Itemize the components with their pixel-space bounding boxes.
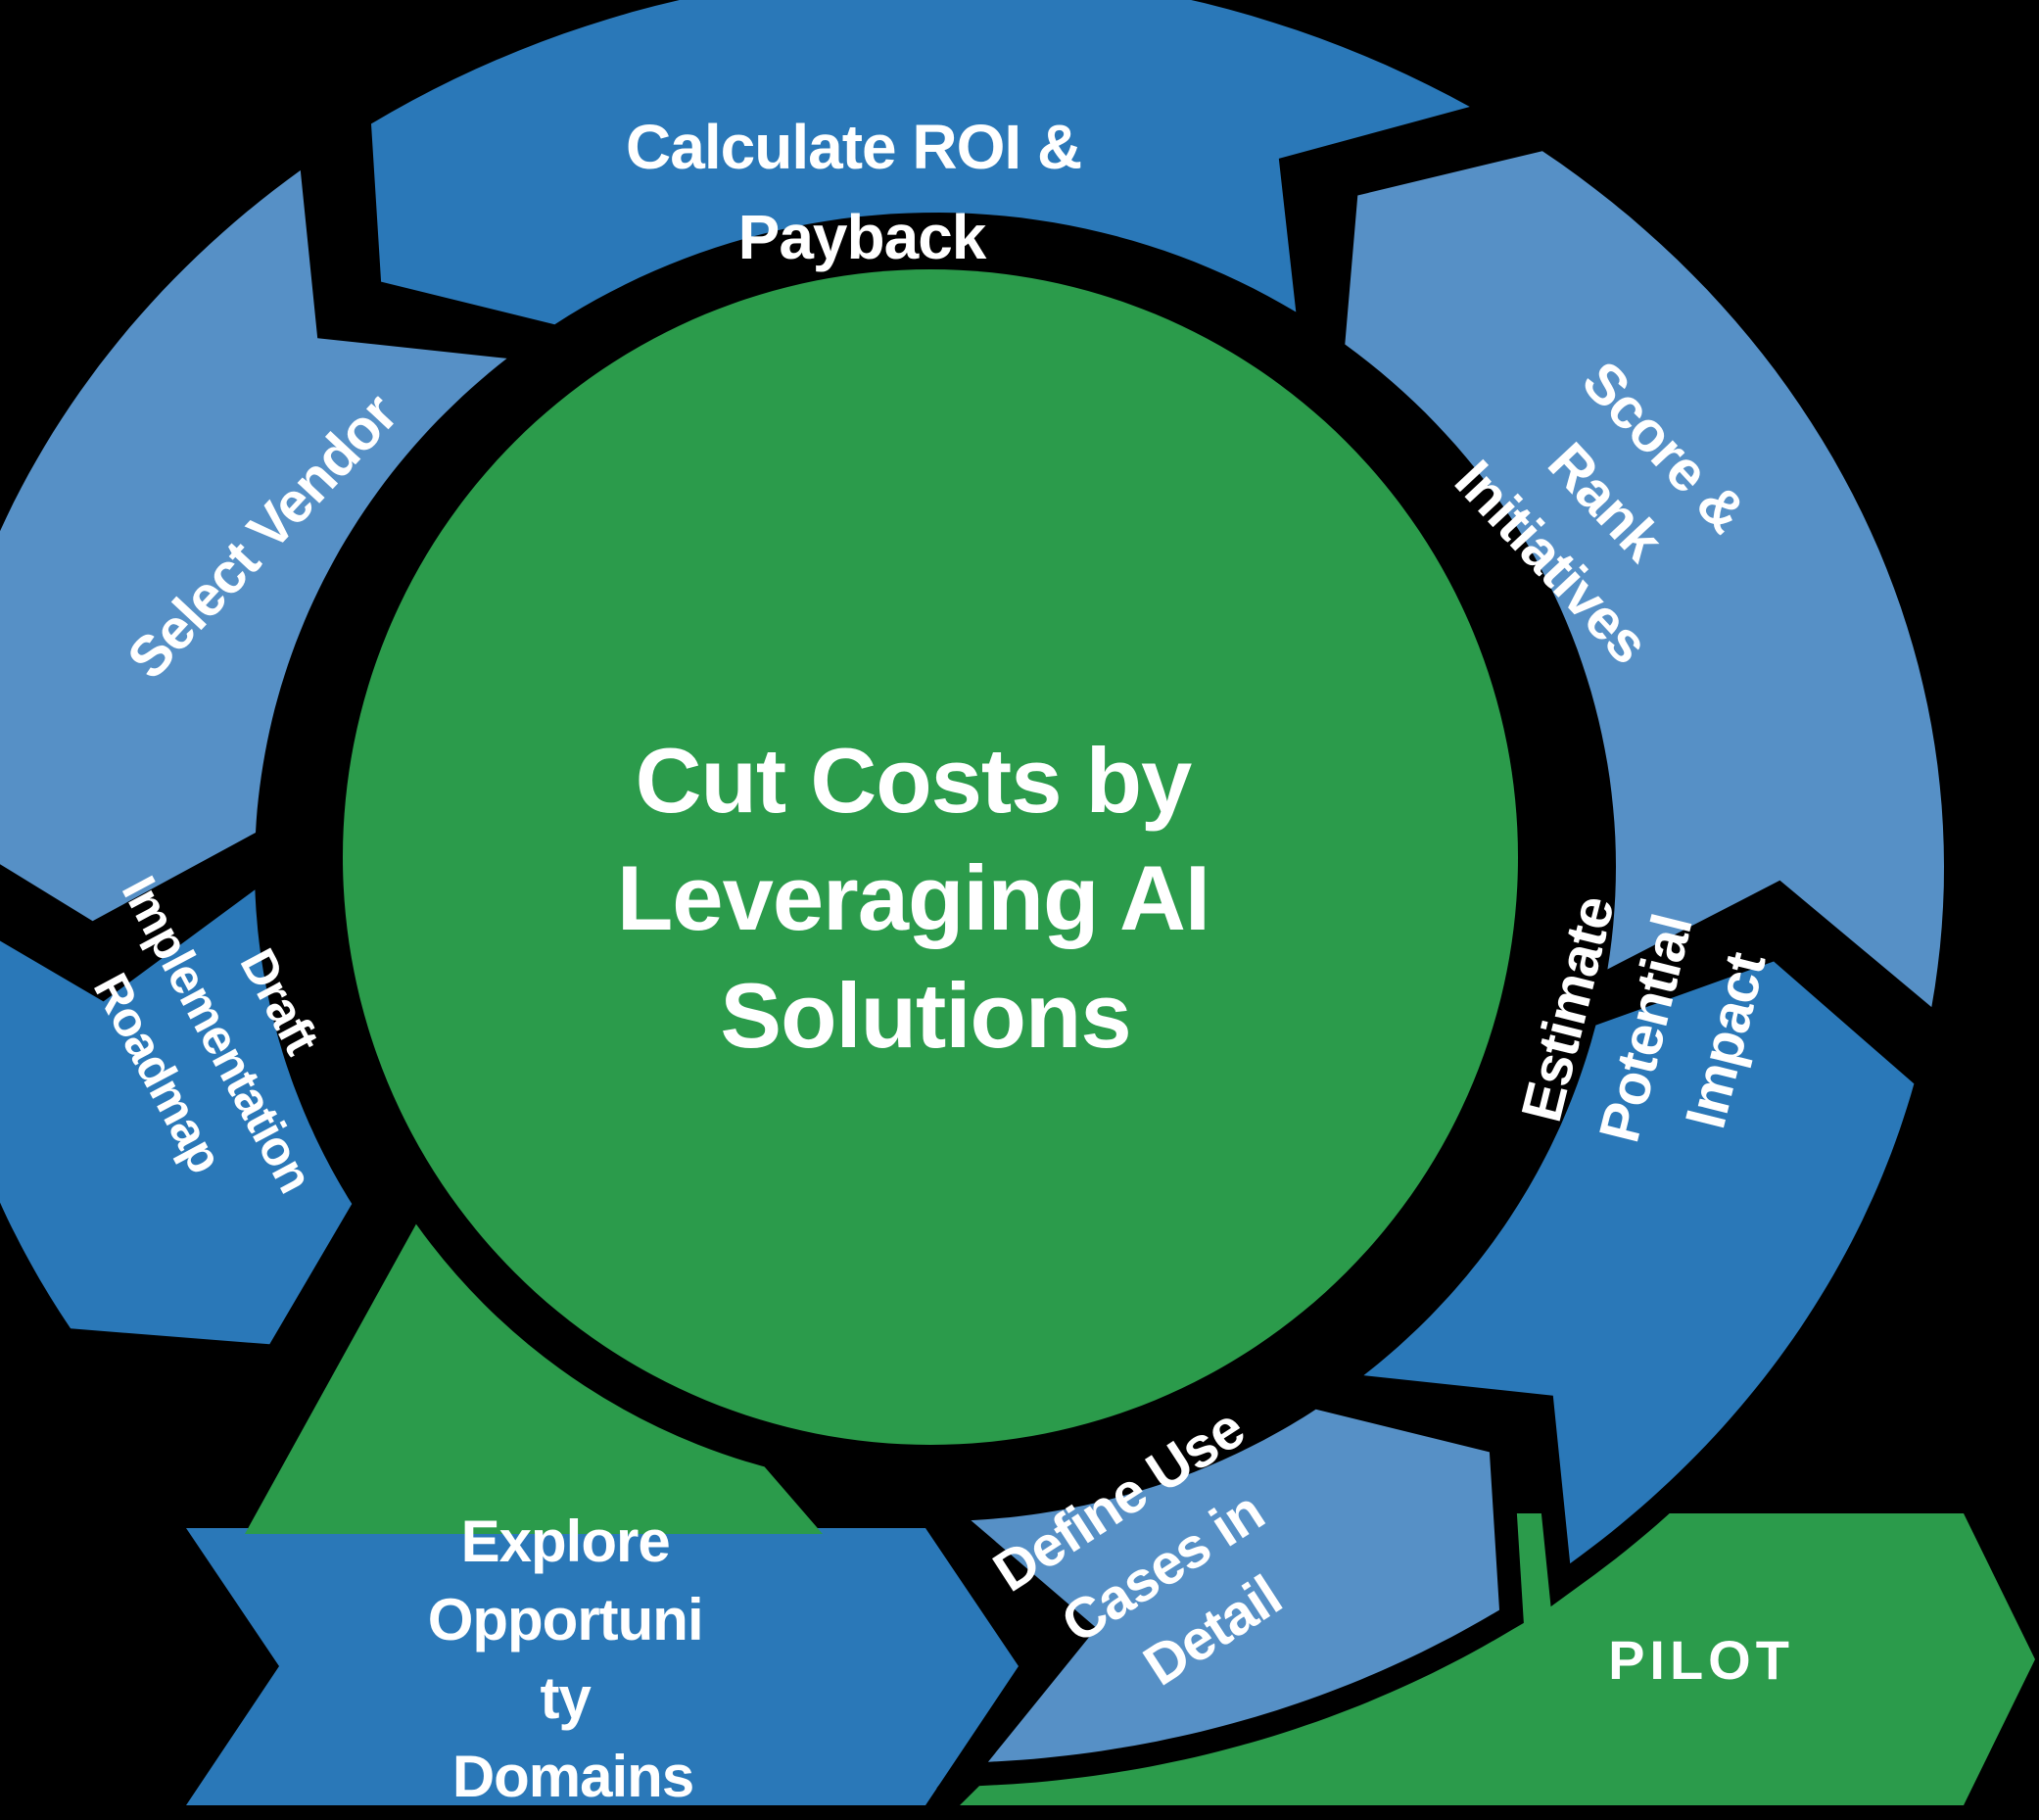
segment-draft-roadmap (0, 844, 380, 1369)
segment-estimate-impact (1304, 934, 1941, 1607)
segment-label-line: Calculate ROI & (626, 112, 1081, 182)
segment-select-vendor (0, 126, 567, 948)
banner-label-line: Explore (461, 1509, 670, 1574)
center-title-line: Cut Costs by (636, 729, 1192, 832)
explore-banner-label: Explore Opportuni ty Domains (428, 1509, 719, 1809)
explore-banner-arrow (149, 1509, 1043, 1820)
banner-label-line: PILOT (1608, 1629, 1794, 1691)
banner-label-line: Domains (452, 1744, 693, 1809)
center-title: Cut Costs by Leveraging AI Solutions (617, 729, 1234, 1067)
segment-label-calculate-roi: Calculate ROI & Payback (626, 112, 1098, 272)
segment-define-use-cases (911, 1384, 1524, 1789)
banner-label-line: Opportuni (428, 1587, 703, 1652)
banner-label-line: ty (540, 1665, 592, 1731)
center-title-line: Solutions (720, 964, 1130, 1067)
segment-label-line: Payback (738, 202, 987, 272)
segment-score-rank (1320, 125, 1968, 1052)
center-circle (299, 225, 1562, 1489)
center-title-line: Leveraging AI (617, 846, 1209, 949)
pilot-banner-label: PILOT (1608, 1629, 1794, 1691)
segment-calculate-roi (347, 0, 1534, 357)
